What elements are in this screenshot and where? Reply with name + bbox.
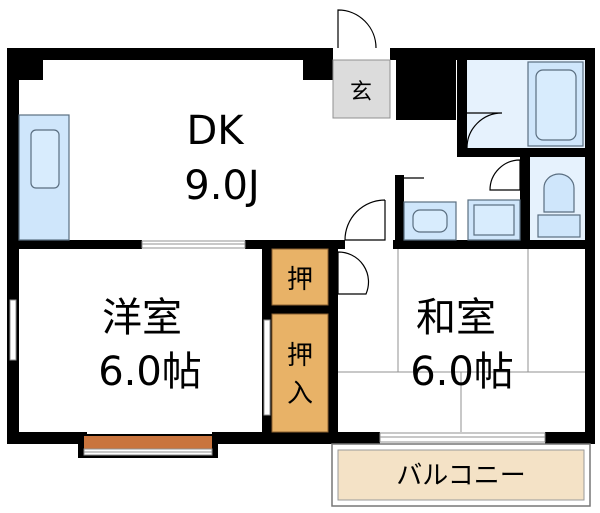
window-western-left [9,299,17,361]
dk-size: 9.0J [184,163,259,209]
japanese-room-name: 和室 [416,295,496,341]
wall-bottom-left [7,432,87,444]
sink-icon [30,129,60,189]
walls [7,48,595,444]
closet-door-icon [337,251,370,295]
balcony-label: バルコニー [396,461,525,491]
wall-entrance-left [303,60,333,80]
wall-dk-bottom-mid [245,240,345,249]
closet-large-label-top: 押 [287,341,313,371]
entrance: 玄 [332,59,391,119]
bay-window [78,434,218,458]
wall-closet-right [328,249,338,434]
fixtures [18,60,585,241]
bath-door-icon [466,112,503,149]
japanese-room-size: 6.0帖 [410,349,514,395]
closets: 押 押 入 [271,248,329,433]
closet-small-label: 押 [287,265,313,295]
wall-toilet-left [520,148,530,243]
wall-dk-bottom-right [393,240,593,249]
wall-partition-vertical [396,60,456,120]
closet-large [271,313,329,433]
tatami-lines [338,249,585,432]
western-room-size: 6.0帖 [98,349,202,395]
entrance-label: 玄 [350,80,372,105]
dk-door-icon [344,199,386,241]
closet-large-label-bottom: 入 [287,379,313,409]
doors [337,9,521,295]
windows [9,240,546,443]
window-room-divider [263,319,271,416]
balcony: バルコニー [331,443,591,507]
toilet-door-icon [489,159,521,191]
dk-name: DK [186,108,245,154]
wall-closet-mid [272,305,328,314]
wall-dk-bottom-left [7,240,142,249]
wall-top-right [390,48,592,60]
wall-top-dk [7,48,333,60]
western-room-name: 洋室 [102,295,182,341]
closet-small [271,248,329,306]
wall-bath-left [457,60,467,155]
entrance-door-icon [337,9,377,49]
toilet-icon [543,173,575,213]
wall-bottom-right [545,432,595,444]
wall-wash-left [395,175,404,245]
wall-corner-block [19,60,43,80]
wall-bottom-mid [212,432,380,444]
